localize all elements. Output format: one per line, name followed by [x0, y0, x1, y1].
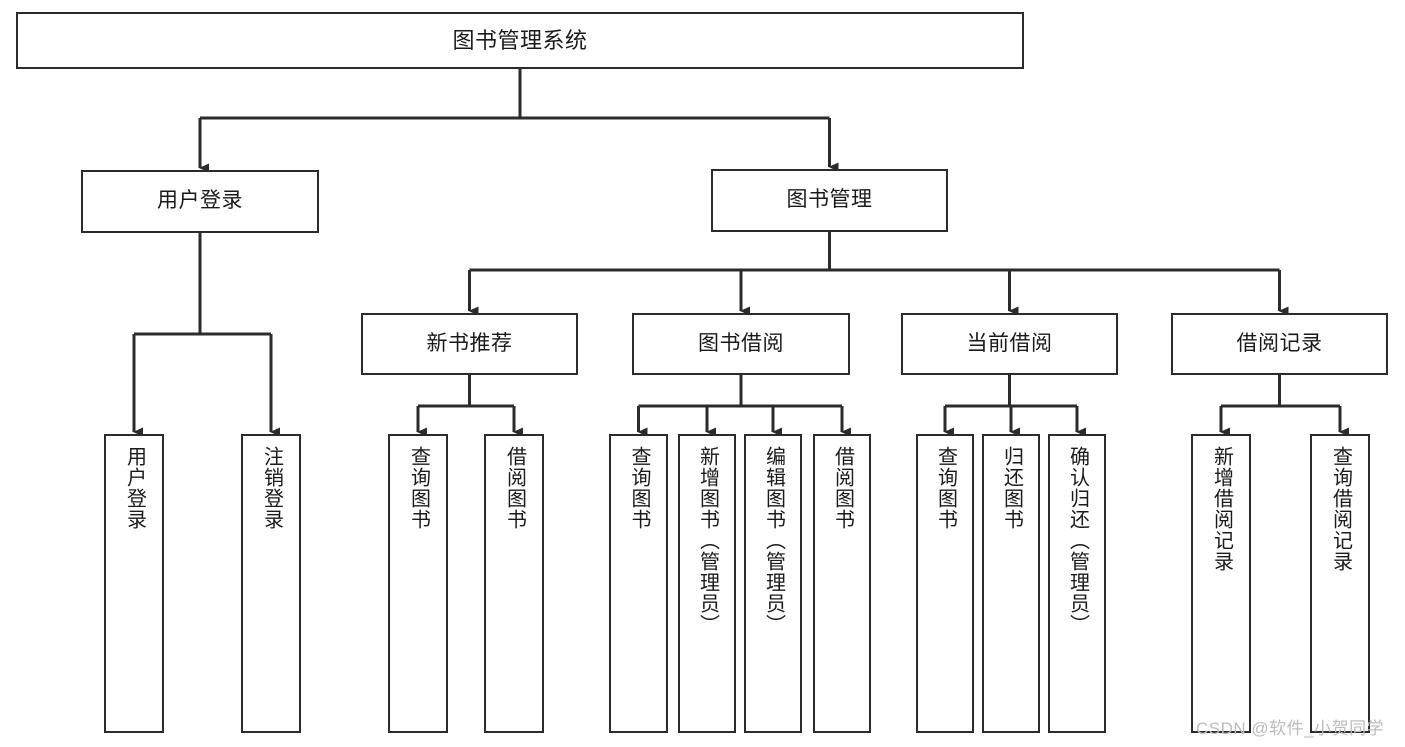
node-label: 新增图书（管理员） — [696, 446, 719, 635]
node-borrow-record[interactable]: 借阅记录 — [1171, 313, 1388, 375]
node-label: 图书借阅 — [698, 331, 784, 355]
node-leaf-confirm-return[interactable]: 确认归还（管理员） — [1048, 434, 1106, 733]
node-root[interactable]: 图书管理系统 — [16, 12, 1024, 69]
node-label: 图书管理 — [786, 188, 873, 212]
node-leaf-edit-book[interactable]: 编辑图书（管理员） — [744, 434, 802, 733]
edge-group — [132, 69, 1349, 437]
node-leaf-query-book-1[interactable]: 查询图书 — [388, 434, 448, 733]
node-leaf-query-book-3[interactable]: 查询图书 — [916, 434, 974, 733]
node-current-borrow[interactable]: 当前借阅 — [901, 313, 1118, 375]
node-leaf-query-record[interactable]: 查询借阅记录 — [1310, 434, 1370, 733]
node-label: 用户登录 — [157, 189, 243, 213]
node-leaf-user-login[interactable]: 用户登录 — [104, 434, 164, 733]
node-label: 图书管理系统 — [452, 27, 588, 53]
node-label: 用户登录 — [123, 446, 146, 530]
node-label: 借阅图书 — [503, 446, 526, 530]
node-leaf-borrow-book-2[interactable]: 借阅图书 — [813, 434, 871, 733]
node-leaf-borrow-book-1[interactable]: 借阅图书 — [484, 434, 544, 733]
node-label: 查询图书 — [628, 446, 650, 530]
node-label: 确认归还（管理员） — [1066, 446, 1089, 635]
node-label: 新书推荐 — [426, 331, 513, 355]
node-label: 查询图书 — [934, 446, 957, 530]
node-label: 借阅图书 — [831, 446, 854, 530]
node-book-manage[interactable]: 图书管理 — [711, 169, 948, 232]
node-leaf-return-book[interactable]: 归还图书 — [982, 434, 1040, 733]
node-label: 注销登录 — [260, 446, 283, 530]
node-leaf-add-record[interactable]: 新增借阅记录 — [1191, 434, 1251, 733]
node-leaf-logout[interactable]: 注销登录 — [241, 434, 301, 733]
node-label: 归还图书 — [1000, 446, 1023, 530]
node-label: 新增借阅记录 — [1210, 446, 1233, 572]
node-label: 编辑图书（管理员） — [762, 446, 785, 635]
node-leaf-query-book-2[interactable]: 查询图书 — [609, 434, 668, 733]
node-label: 当前借阅 — [966, 331, 1053, 355]
node-label: 借阅记录 — [1236, 331, 1323, 355]
node-new-book-rec[interactable]: 新书推荐 — [361, 313, 578, 375]
node-book-borrow[interactable]: 图书借阅 — [632, 313, 850, 375]
node-label: 查询图书 — [407, 446, 430, 530]
node-user-login[interactable]: 用户登录 — [81, 170, 319, 233]
watermark-label: CSDN @软件_小贺同学 — [1196, 719, 1385, 738]
node-label: 查询借阅记录 — [1329, 446, 1352, 572]
node-leaf-add-book[interactable]: 新增图书（管理员） — [678, 434, 736, 733]
